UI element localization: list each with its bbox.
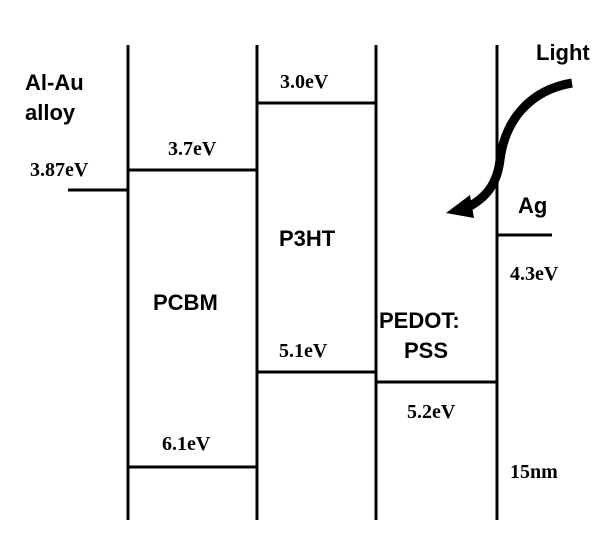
light-label: Light xyxy=(536,40,590,65)
pcbm-lumo-energy: 3.7eV xyxy=(168,138,217,160)
pcbm-label: PCBM xyxy=(153,290,218,315)
al-au-label-line2: alloy xyxy=(25,100,76,125)
ag-label: Ag xyxy=(518,193,547,218)
al-au-label-line1: Al-Au xyxy=(25,70,84,95)
light-arrow-icon xyxy=(460,78,573,215)
pedot-energy: 5.2eV xyxy=(407,401,456,423)
pcbm-homo-energy: 6.1eV xyxy=(162,433,211,455)
pedot-label-line2: PSS xyxy=(404,338,448,363)
p3ht-label: P3HT xyxy=(279,226,336,251)
thickness-label: 15nm xyxy=(510,461,558,483)
p3ht-lumo-energy: 3.0eV xyxy=(280,71,329,93)
ag-energy: 4.3eV xyxy=(510,263,559,285)
al-au-energy: 3.87eV xyxy=(30,159,89,181)
pedot-label-line1: PEDOT: xyxy=(379,308,460,333)
p3ht-homo-energy: 5.1eV xyxy=(279,340,328,362)
light-arrowhead-icon xyxy=(446,195,474,218)
